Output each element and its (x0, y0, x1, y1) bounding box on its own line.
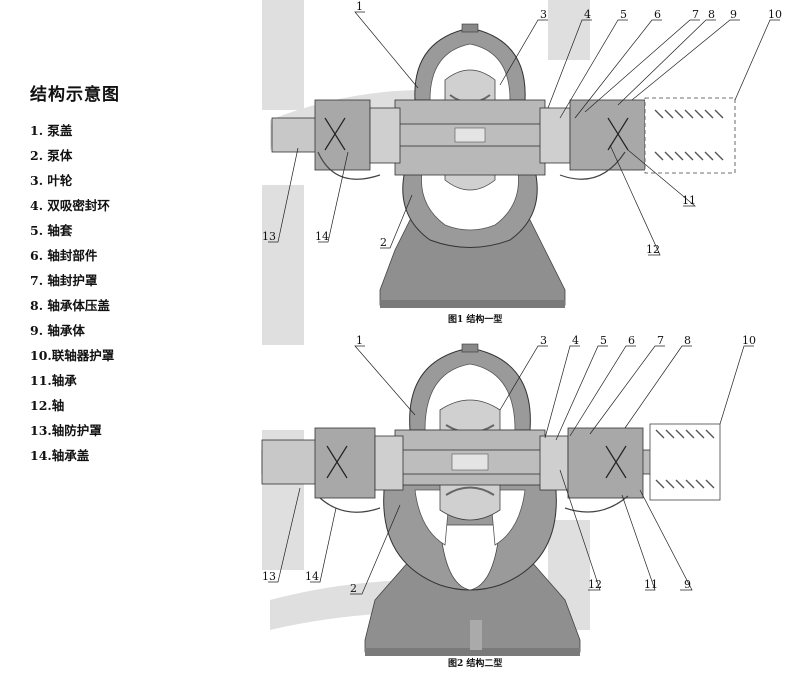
callout-11: 11 (644, 578, 658, 591)
callout-4: 4 (572, 334, 579, 347)
legend-item: 14.轴承盖 (30, 448, 90, 463)
callout-14: 14 (315, 230, 329, 243)
legend-list: 1. 泵盖 2. 泵体 3. 叶轮 4. 双吸密封环 5. 轴套 6. 轴封部件… (30, 122, 114, 472)
callout-10: 10 (768, 8, 782, 21)
callout-1: 1 (356, 0, 363, 13)
legend-item: 5. 轴套 (30, 223, 73, 238)
legend-item: 4. 双吸密封环 (30, 198, 110, 213)
callout-6: 6 (654, 8, 661, 21)
figure2-caption: 图2 结构二型 (448, 657, 502, 669)
callout-7: 7 (657, 334, 664, 347)
callout-8: 8 (684, 334, 691, 347)
callout-5: 5 (620, 8, 627, 21)
figure2-drawing (261, 343, 721, 656)
legend-item: 13.轴防护罩 (30, 423, 102, 438)
callout-5: 5 (600, 334, 607, 347)
callout-3: 3 (540, 334, 547, 347)
callout-13: 13 (262, 570, 276, 583)
callout-11: 11 (682, 194, 696, 207)
callout-9: 9 (684, 578, 691, 591)
legend-item: 2. 泵体 (30, 148, 73, 163)
callout-8: 8 (708, 8, 715, 21)
figure1-drawing (271, 23, 736, 308)
callout-12: 12 (588, 578, 602, 591)
legend-item: 12.轴 (30, 398, 65, 413)
callout-4: 4 (584, 8, 591, 21)
callout-6: 6 (628, 334, 635, 347)
legend-item: 11.轴承 (30, 373, 77, 388)
legend-item: 10.联轴器护罩 (30, 348, 115, 363)
figure2-callouts: 1 3 4 5 6 7 8 10 11 9 12 13 14 2 (262, 334, 756, 595)
legend-item: 1. 泵盖 (30, 123, 73, 138)
callout-2: 2 (380, 236, 387, 249)
callout-14: 14 (305, 570, 319, 583)
figure2-leaders (268, 345, 754, 595)
legend-item: 9. 轴承体 (30, 323, 85, 338)
callout-13: 13 (262, 230, 276, 243)
legend-item: 3. 叶轮 (30, 173, 73, 188)
callout-9: 9 (730, 8, 737, 21)
callout-10: 10 (742, 334, 756, 347)
legend-item: 7. 轴封护罩 (30, 273, 98, 288)
legend-item: 6. 轴封部件 (30, 248, 98, 263)
legend-item: 8. 轴承体压盖 (30, 298, 110, 313)
figure1-callouts: 1 3 4 5 6 7 8 9 10 11 12 13 14 2 (262, 0, 782, 256)
callout-2: 2 (350, 582, 357, 595)
figure1-caption: 图1 结构一型 (448, 313, 502, 325)
callout-7: 7 (692, 8, 699, 21)
callout-3: 3 (540, 8, 547, 21)
figure1-leaders (268, 11, 780, 256)
callout-12: 12 (646, 243, 660, 256)
callout-1: 1 (356, 334, 363, 347)
legend-title: 结构示意图 (30, 85, 120, 105)
